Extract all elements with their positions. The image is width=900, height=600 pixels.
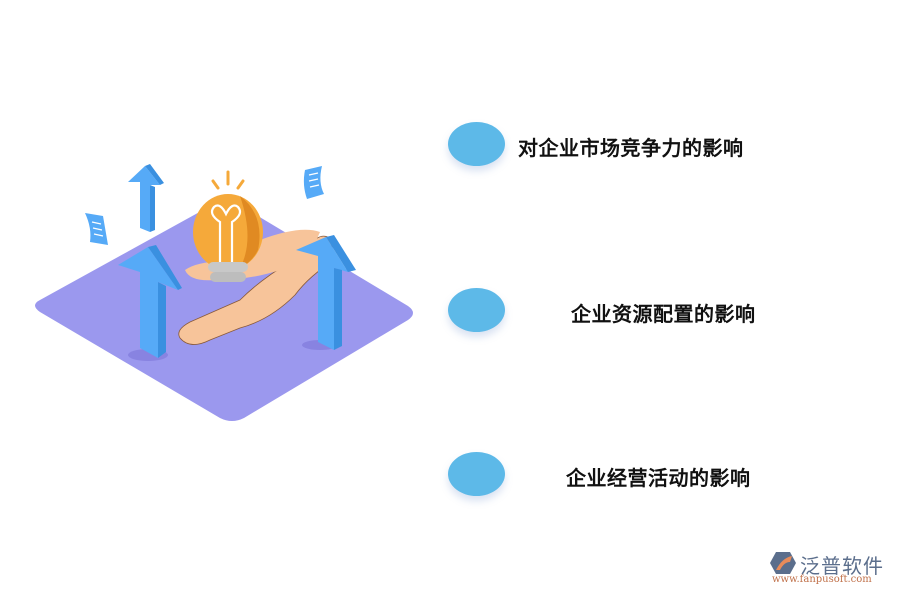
list-item: 企业经营活动的影响 [448, 452, 868, 502]
item-label: 企业资源配置的影响 [571, 302, 756, 326]
lightbulb-icon [193, 170, 263, 282]
logo-name: 泛普软件 [800, 554, 884, 578]
paper-icon [85, 213, 108, 245]
arrow-up-icon [296, 235, 356, 350]
logo-icon [770, 552, 796, 574]
item-label: 对企业市场竞争力的影响 [518, 136, 744, 160]
arrow-up-icon [118, 245, 182, 361]
list-item: 对企业市场竞争力的影响 [448, 122, 868, 172]
logo: 泛普软件 www.fanpusoft.com [770, 550, 895, 590]
paper-icon [303, 166, 324, 199]
arrow-up-icon [128, 164, 164, 232]
bullet-circle [448, 288, 505, 332]
bullet-circle [448, 122, 505, 166]
illustration-hand-bulb [35, 164, 413, 421]
bullet-circle [448, 452, 505, 496]
list-item: 企业资源配置的影响 [448, 288, 868, 338]
logo-url: www.fanpusoft.com [772, 574, 872, 585]
item-label: 企业经营活动的影响 [566, 466, 751, 490]
